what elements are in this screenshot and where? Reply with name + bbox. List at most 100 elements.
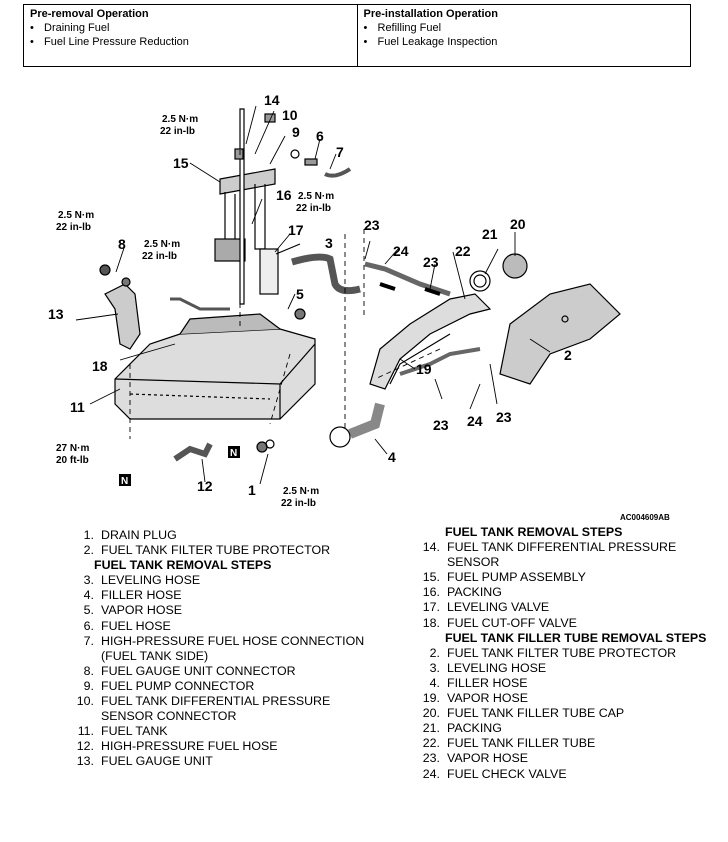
pre-installation-title: Pre-installation Operation: [363, 8, 498, 20]
legend-item: 11.FUEL TANK: [68, 724, 368, 739]
torque-spec: 22 in-lb: [281, 498, 316, 509]
callout-14: 14: [264, 92, 280, 108]
legend-item-number: 13.: [76, 754, 94, 769]
legend-item-number: 16.: [422, 585, 440, 600]
legend-item-text: FUEL GAUGE UNIT CONNECTOR: [101, 663, 296, 678]
callout-23: 23: [433, 417, 449, 433]
legend-item-text: HIGH-PRESSURE FUEL HOSE CONNECTION (FUEL…: [101, 633, 365, 663]
legend-item-number: 23.: [422, 751, 440, 766]
legend-section-heading: FUEL TANK REMOVAL STEPS: [445, 525, 623, 539]
legend-item-text: LEVELING HOSE: [447, 660, 547, 675]
callout-1: 1: [248, 482, 256, 498]
legend-item-number: 1.: [83, 528, 94, 542]
legend-item: 20.FUEL TANK FILLER TUBE CAP: [420, 706, 720, 721]
callout-24: 24: [393, 243, 409, 259]
legend-item: 15.FUEL PUMP ASSEMBLY: [420, 570, 720, 585]
legend-item: 19. VAPOR HOSE: [420, 691, 720, 706]
legend-item-number: 2.: [83, 543, 94, 558]
figure-code: AC004609AB: [620, 513, 670, 522]
leveling-valve-drawing: [259, 248, 279, 295]
legend-item-text: FUEL HOSE: [101, 618, 171, 633]
callout-22: 22: [455, 243, 471, 259]
torque-spec: 2.5 N·m: [144, 239, 180, 250]
pre-installation-item: Fuel Leakage Inspection: [364, 35, 685, 49]
callout-23: 23: [423, 254, 439, 270]
legend-item-number: 19.: [422, 691, 440, 706]
legend-item-number: 17.: [422, 600, 440, 615]
legend-item-number: 18.: [422, 615, 440, 630]
legend-item: 4.FILLER HOSE: [420, 676, 720, 691]
torque-spec: 27 N·m: [56, 443, 89, 454]
torque-spec: 2.5 N·m: [58, 210, 94, 221]
callout-11: 11: [70, 399, 85, 415]
legend-item-text: VAPOR HOSE: [447, 691, 529, 706]
pre-removal-column: Pre-removal Operation Draining Fuel Fuel…: [24, 5, 357, 66]
legend-item-text: FILLER HOSE: [101, 588, 182, 603]
legend-item-text: DRAIN PLUG: [101, 528, 177, 542]
legend-item: 2.FUEL TANK FILTER TUBE PROTECTOR: [68, 543, 368, 558]
callout-2: 2: [564, 347, 572, 363]
legend-item-text: FILLER HOSE: [447, 675, 528, 690]
torque-spec: 2.5 N·m: [298, 191, 334, 202]
legend-item-text: FUEL TANK DIFFERENTIAL PRESSURE SENSOR C…: [101, 694, 331, 724]
high-pressure-hose-drawing: [173, 442, 213, 462]
legend-item-text: PACKING: [447, 585, 502, 600]
legend-item-number: 21.: [422, 721, 440, 736]
legend-item: 2.FUEL TANK FILTER TUBE PROTECTOR: [420, 646, 720, 661]
legend-item-text: FUEL GAUGE UNIT: [101, 754, 213, 769]
fuel-tank-drawing: [114, 328, 316, 420]
operations-table: Pre-removal Operation Draining Fuel Fuel…: [23, 4, 691, 67]
callout-3: 3: [325, 235, 333, 251]
torque-spec: 22 in-lb: [56, 222, 91, 233]
legend-item-text: LEVELING VALVE: [447, 600, 550, 615]
legend-section-heading: FUEL TANK FILLER TUBE REMOVAL STEPS: [445, 630, 707, 645]
callout-5: 5: [296, 286, 304, 302]
legend-item: 6.FUEL HOSE: [68, 619, 368, 634]
legend-item: 3.LEVELING HOSE: [68, 573, 368, 588]
callout-8: 8: [118, 236, 126, 252]
legend-item-text: LEVELING HOSE: [101, 573, 201, 588]
legend-item: 5.VAPOR HOSE: [68, 603, 368, 618]
legend-item: 13. FUEL GAUGE UNIT: [68, 754, 368, 769]
legend-item: 14. FUEL TANK DIFFERENTIAL PRESSURE SENSO…: [420, 540, 720, 570]
legend-item-number: 14.: [422, 540, 440, 555]
torque-spec: 2.5 N·m: [162, 114, 198, 125]
legend-item: 7. HIGH-PRESSURE FUEL HOSE CONNECTION (FU…: [68, 634, 368, 664]
callout-7: 7: [336, 144, 344, 160]
pre-removal-item: Fuel Line Pressure Reduction: [30, 35, 351, 49]
legend-item-text: FUEL CUT-OFF VALVE: [447, 615, 577, 630]
callout-6: 6: [316, 128, 324, 144]
legend-item: 23.VAPOR HOSE: [420, 751, 720, 766]
legend-item-number: 9.: [83, 678, 94, 693]
legend-item-number: 7.: [83, 633, 94, 648]
callout-15: 15: [173, 155, 189, 171]
callout-19: 19: [416, 361, 432, 377]
legend-item-text: FUEL TANK DIFFERENTIAL PRESSURE SENSOR: [447, 540, 677, 570]
legend-item: 16. PACKING: [420, 585, 720, 600]
pre-removal-item: Draining Fuel: [30, 21, 351, 35]
legend-item: 10. FUEL TANK DIFFERENTIAL PRESSURE SENSO…: [68, 694, 368, 724]
legend-item-number: 10.: [76, 694, 94, 709]
legend-item-text: FUEL PUMP ASSEMBLY: [447, 570, 586, 585]
callout-16: 16: [276, 187, 292, 203]
legend-item: 18. FUEL CUT-OFF VALVE: [420, 616, 720, 631]
legend-item-text: FUEL TANK FILLER TUBE: [447, 736, 596, 751]
legend-right: FUEL TANK REMOVAL STEPS 14. FUEL TANK DIFF…: [420, 525, 720, 782]
legend-section-heading: FUEL TANK REMOVAL STEPS: [94, 558, 272, 573]
callout-13: 13: [48, 306, 64, 322]
legend-item: 1. DRAIN PLUG: [68, 528, 368, 543]
legend-item-number: 22.: [422, 736, 440, 751]
torque-n-mark: N: [230, 448, 237, 459]
torque-spec: 22 in-lb: [296, 203, 331, 214]
legend-item-text: FUEL PUMP CONNECTOR: [101, 678, 255, 693]
legend-item-number: 8.: [83, 663, 94, 678]
legend-item-number: 3.: [429, 660, 440, 675]
callout-23: 23: [364, 217, 380, 233]
callout-12: 12: [197, 478, 213, 494]
legend-item-text: HIGH-PRESSURE FUEL HOSE: [101, 739, 278, 754]
legend-item-text: FUEL TANK FILLER TUBE CAP: [447, 706, 625, 721]
torque-n-mark: N: [121, 476, 128, 487]
torque-spec: 22 in-lb: [160, 126, 195, 137]
legend-item: 8. FUEL GAUGE UNIT CONNECTOR: [68, 664, 368, 679]
legend-item-number: 12.: [76, 739, 94, 754]
